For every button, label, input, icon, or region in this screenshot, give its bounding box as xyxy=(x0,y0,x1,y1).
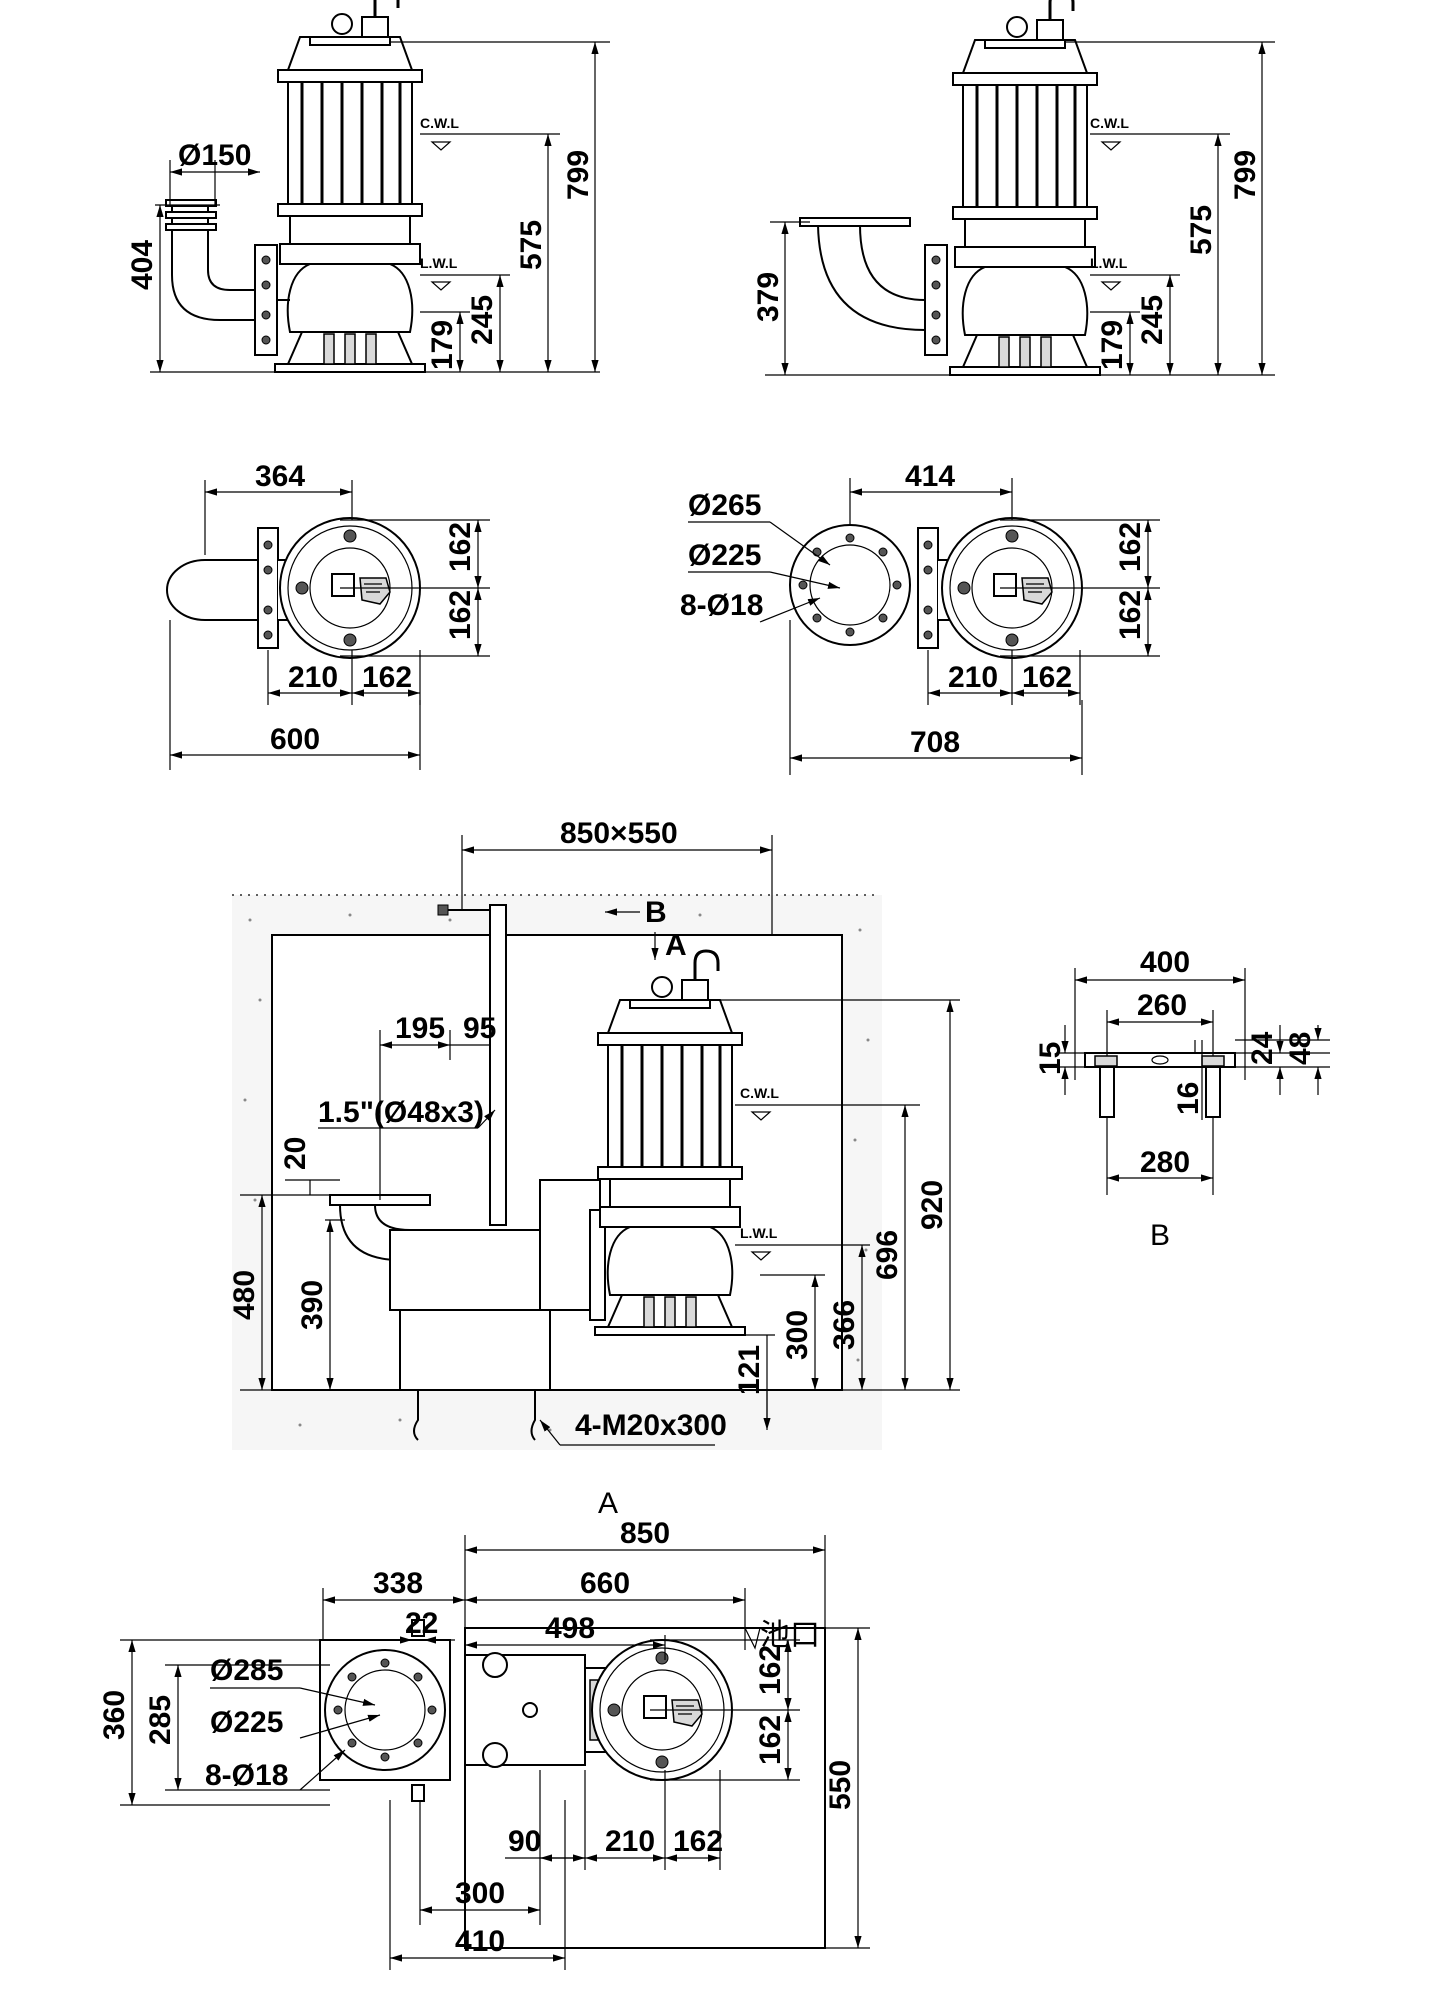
dim-245: 245 xyxy=(466,295,499,345)
dim-410: 410 xyxy=(455,1925,505,1958)
view-b-title: B xyxy=(1150,1219,1170,1252)
dim-162-bottom: 162 xyxy=(1114,590,1147,640)
dim-16: 16 xyxy=(1172,1082,1205,1115)
view-elevation-flange-outlet: 379 799 C.W.L 575 L.W.L 245 179 xyxy=(752,0,1275,377)
dim-850: 850 xyxy=(620,1517,670,1550)
dim-flange-inner: Ø225 xyxy=(688,539,761,572)
view-detail-b: 400 260 15 24 48 16 280 B xyxy=(1034,946,1330,1252)
dim-90: 90 xyxy=(508,1825,541,1858)
label-lwl: L.W.L xyxy=(420,255,458,271)
dim-162-top: 162 xyxy=(444,522,477,572)
dim-696: 696 xyxy=(871,1230,904,1280)
dim-245: 245 xyxy=(1136,295,1169,345)
dim-flange-outer: Ø285 xyxy=(210,1654,283,1687)
view-elevation-vertical-outlet: Ø150 404 799 C.W.L 575 L.W.L 245 179 xyxy=(126,0,610,374)
dim-162: 162 xyxy=(362,661,412,694)
dim-162-top: 162 xyxy=(1114,522,1147,572)
dim-360: 360 xyxy=(98,1690,131,1740)
dim-24: 24 xyxy=(1246,1031,1279,1065)
dim-162: 162 xyxy=(1022,661,1072,694)
dim-flange-outer: Ø265 xyxy=(688,489,761,522)
dim-280: 280 xyxy=(1140,1146,1190,1179)
dim-498: 498 xyxy=(545,1612,595,1645)
label-cwl: C.W.L xyxy=(740,1085,779,1101)
dim-20: 20 xyxy=(279,1137,312,1170)
label-guide-pipe: 1.5"(Ø48x3) xyxy=(318,1096,484,1129)
view-installation-section: 850×550 B A 195 95 1.5"(Ø48x3) 20 480 39… xyxy=(228,817,960,1450)
dim-162: 162 xyxy=(673,1825,723,1858)
dim-179: 179 xyxy=(1096,320,1129,370)
view-plan-a: A 850 338 660 22 498 池口 Ø285 Ø225 8-Ø18 … xyxy=(98,1487,870,1970)
dim-799: 799 xyxy=(1229,150,1262,200)
dim-550: 550 xyxy=(824,1760,857,1810)
dim-575: 575 xyxy=(1185,205,1218,255)
view-a-title: A xyxy=(598,1487,618,1520)
view-plan-vertical-outlet: 364 162 162 210 162 600 xyxy=(166,460,490,770)
view-plan-flange-outlet: 414 Ø265 Ø225 8-Ø18 162 162 210 162 708 xyxy=(680,460,1160,775)
dim-300: 300 xyxy=(781,1310,814,1360)
dim-121: 121 xyxy=(733,1345,766,1395)
dim-480: 480 xyxy=(228,1270,261,1320)
label-cwl: C.W.L xyxy=(1090,115,1129,131)
dim-162-top: 162 xyxy=(754,1645,787,1695)
dim-850x550: 850×550 xyxy=(560,817,678,850)
dim-364: 364 xyxy=(255,460,305,493)
dim-400: 400 xyxy=(1140,946,1190,979)
dim-414: 414 xyxy=(905,460,955,493)
dim-162-bottom: 162 xyxy=(754,1715,787,1765)
dim-390: 390 xyxy=(296,1280,329,1330)
dim-708: 708 xyxy=(910,726,960,759)
dim-660: 660 xyxy=(580,1567,630,1600)
dim-bolt-holes: 8-Ø18 xyxy=(205,1759,288,1792)
dim-404: 404 xyxy=(126,240,159,290)
dim-300: 300 xyxy=(455,1877,505,1910)
dim-379: 379 xyxy=(752,272,785,322)
label-lwl: L.W.L xyxy=(740,1225,778,1241)
dim-48: 48 xyxy=(1284,1032,1317,1065)
label-anchor-bolts: 4-M20x300 xyxy=(575,1409,727,1442)
dim-22: 22 xyxy=(405,1607,438,1640)
dim-210: 210 xyxy=(288,661,338,694)
dim-285: 285 xyxy=(144,1695,177,1745)
dim-338: 338 xyxy=(373,1567,423,1600)
dim-920: 920 xyxy=(916,1180,949,1230)
dim-95: 95 xyxy=(463,1012,496,1045)
dim-flange-inner: Ø225 xyxy=(210,1706,283,1739)
dim-195: 195 xyxy=(395,1012,445,1045)
dim-600: 600 xyxy=(270,723,320,756)
dim-179: 179 xyxy=(426,320,459,370)
label-lwl: L.W.L xyxy=(1090,255,1128,271)
dim-15: 15 xyxy=(1034,1042,1067,1075)
dim-162-bottom: 162 xyxy=(444,590,477,640)
dim-575: 575 xyxy=(515,220,548,270)
dim-bolt-holes: 8-Ø18 xyxy=(680,589,763,622)
dim-210: 210 xyxy=(605,1825,655,1858)
dim-outlet-dia: Ø150 xyxy=(178,139,251,172)
label-b-arrow: B xyxy=(645,896,667,929)
label-a-arrow: A xyxy=(665,929,687,962)
dim-260: 260 xyxy=(1137,989,1187,1022)
dim-210: 210 xyxy=(948,661,998,694)
dim-366: 366 xyxy=(828,1300,861,1350)
dim-799: 799 xyxy=(562,150,595,200)
label-cwl: C.W.L xyxy=(420,115,459,131)
